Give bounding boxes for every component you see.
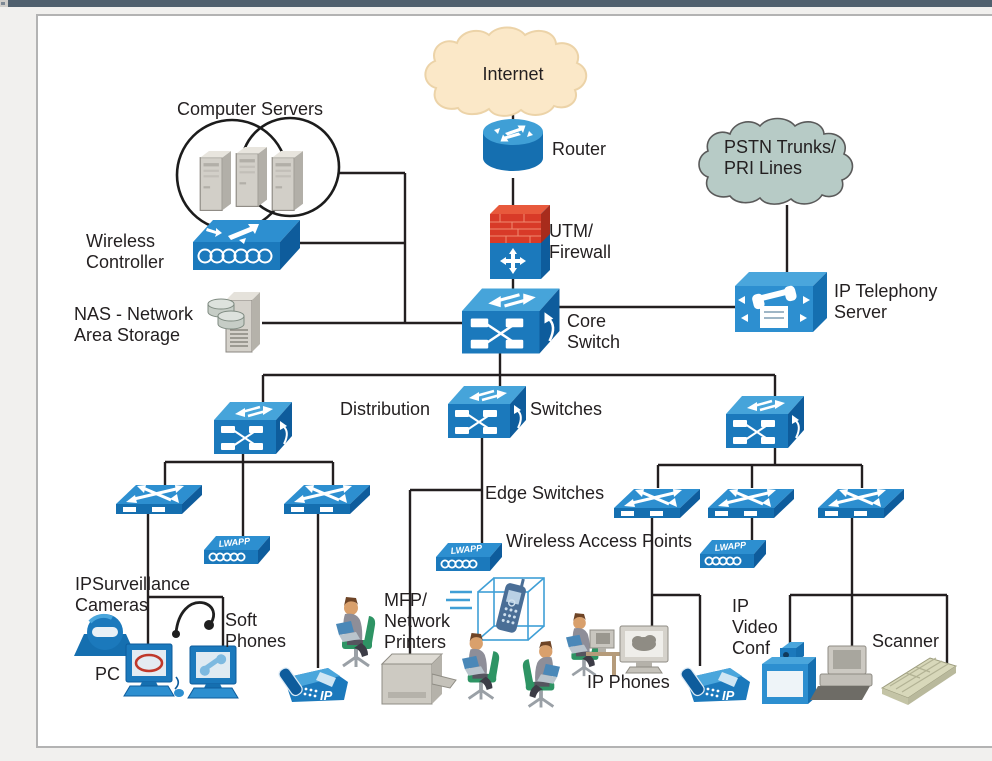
label-wireless-access-points: Wireless Access Points: [506, 531, 693, 551]
svg-text:IP: IP: [722, 688, 735, 703]
soft-phone-icon: [187, 645, 239, 699]
window-corner: [0, 0, 8, 7]
server-tower-icons: [199, 146, 304, 211]
ip-phone-left-icon: IP: [276, 665, 349, 703]
label-computer-servers: Computer Servers: [176, 99, 324, 119]
label-distribution: Distribution: [340, 399, 431, 419]
edge-switch-1-icon: [114, 483, 204, 516]
label-core-switch: Core Switch: [567, 311, 621, 352]
ip-telephony-server-icon: [735, 272, 827, 332]
label-pstn: PSTN Trunks/ PRI Lines: [724, 137, 837, 178]
ip-video-conf-icon: [762, 642, 816, 704]
label-ip-phones: IP Phones: [587, 672, 670, 692]
wireless-phone-zone-icon: [446, 577, 545, 641]
nas-icon: [207, 292, 260, 353]
headset-icon: [172, 601, 216, 638]
svg-text:LWAPP: LWAPP: [450, 543, 483, 556]
edge-switch-4-icon: [706, 487, 796, 520]
label-mfp-network-printers: MFP/ Network Printers: [384, 590, 451, 652]
label-pc: PC: [95, 664, 121, 684]
worker-at-desk: [564, 611, 620, 678]
label-ip-video-conf: IP Video Conf: [732, 596, 778, 658]
svg-text:LWAPP: LWAPP: [218, 536, 251, 549]
distribution-switch-middle-icon: [446, 384, 528, 440]
label-edge-switches: Edge Switches: [485, 483, 605, 503]
router-icon: [483, 119, 543, 171]
internet-cloud-icon: [424, 26, 588, 117]
wireless-ap-left-icon: LWAPP: [203, 535, 271, 565]
cell-phone-icon: [496, 578, 526, 633]
label-nas: NAS - Network Area Storage: [74, 304, 194, 345]
distribution-switch-right-icon: [724, 394, 806, 450]
worker-with-laptop-1: [334, 595, 377, 669]
svg-text:LWAPP: LWAPP: [714, 540, 747, 553]
pstn-cloud-icon: [698, 117, 854, 205]
core-switch-icon: [460, 286, 562, 356]
ip-phone-right-icon: IP: [678, 665, 751, 703]
label-router: Router: [552, 139, 607, 159]
wireless-controller-icon: [193, 220, 300, 270]
worker-with-laptop-2: [460, 631, 501, 701]
computer-servers-cloud-icon: [175, 116, 341, 232]
workstation-icon: [619, 625, 669, 674]
worker-with-laptop-3: [521, 639, 562, 709]
label-wireless-controller: Wireless Controller: [86, 231, 165, 272]
wireless-ap-middle-icon: LWAPP: [435, 542, 503, 572]
scanner-icon: [880, 657, 958, 705]
label-internet: Internet: [482, 64, 544, 84]
svg-text:IP: IP: [320, 688, 333, 703]
label-ip-telephony-server: IP Telephony Server: [834, 281, 938, 322]
edge-switch-2-icon: [282, 483, 372, 516]
window-top-bar: [8, 0, 992, 7]
wireless-ap-right-icon: LWAPP: [699, 539, 767, 569]
disk-icons: [207, 298, 245, 330]
ip-surveillance-camera-icon: [74, 613, 136, 656]
edge-switch-3-icon: [612, 487, 702, 520]
label-ip-surveillance-cameras: IPSurveillance Cameras: [75, 574, 191, 615]
label-switches: Switches: [530, 399, 603, 419]
label-soft-phones: Soft Phones: [225, 610, 287, 651]
utm-firewall-icon: [490, 205, 550, 279]
mfp-printer-icon: [380, 653, 457, 705]
edge-switch-5-icon: [816, 487, 906, 520]
pc-icon: [123, 643, 184, 697]
label-scanner: Scanner: [872, 631, 940, 651]
label-utm-firewall: UTM/ Firewall: [549, 221, 612, 262]
desktop-computer-icon: [810, 645, 873, 700]
distribution-switch-left-icon: [212, 400, 294, 456]
connection-lines: [146, 112, 949, 668]
